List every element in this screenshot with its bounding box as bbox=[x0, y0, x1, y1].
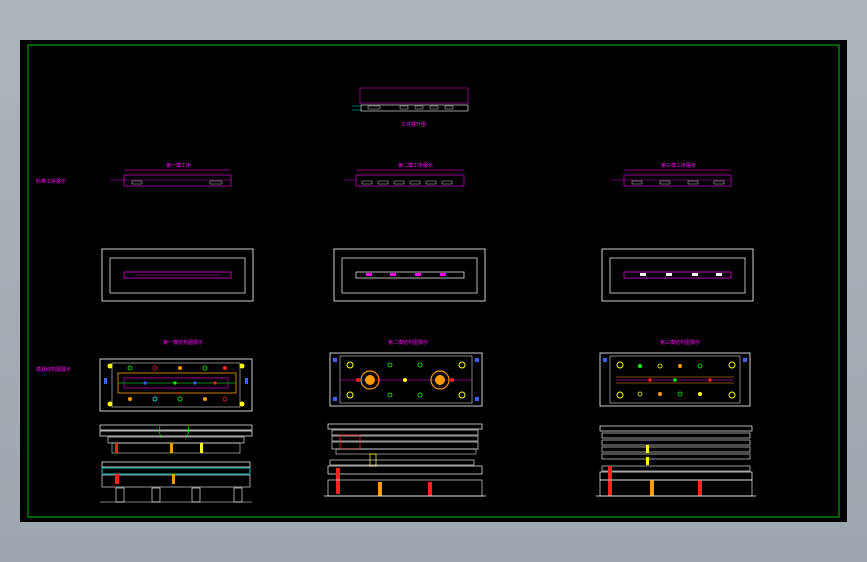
die-3-label: 第三模结构图展示 bbox=[660, 339, 700, 346]
strip-2-label: 第二模工序展示 bbox=[398, 162, 433, 169]
strip-layout-1 bbox=[110, 169, 232, 187]
die-row-label: 模具结构图展示 bbox=[36, 366, 71, 373]
blank-layout-1 bbox=[101, 248, 254, 302]
die-2-label: 第二模结构图展示 bbox=[388, 339, 428, 346]
drawing-canvas[interactable]: 工件展开图 料带工序展示 第一模工序 第二模工序展示 第三模工序展示 bbox=[20, 40, 847, 522]
die-plan-view-1 bbox=[99, 358, 253, 412]
part-drawing-label: 工件展开图 bbox=[401, 121, 426, 128]
strip-3-label: 第三模工序展示 bbox=[661, 162, 696, 169]
blank-layout-2 bbox=[333, 248, 486, 302]
part-drawing bbox=[352, 87, 469, 112]
strip-layout-3 bbox=[610, 169, 732, 187]
strip-1-label: 第一模工序 bbox=[166, 162, 191, 169]
cad-model-space[interactable]: 工件展开图 料带工序展示 第一模工序 第二模工序展示 第三模工序展示 bbox=[20, 40, 847, 522]
die-section-view-2 bbox=[324, 423, 486, 497]
drawing-frame-border bbox=[27, 44, 840, 518]
die-section-view-1 bbox=[99, 424, 253, 503]
blank-layout-3 bbox=[601, 248, 754, 302]
strip-row-label: 料带工序展示 bbox=[36, 178, 66, 185]
die-plan-view-3 bbox=[599, 352, 751, 407]
strip-layout-2 bbox=[344, 169, 465, 187]
die-plan-view-2 bbox=[329, 352, 483, 407]
die-1-label: 第一模结构图展示 bbox=[163, 339, 203, 346]
die-section-view-3 bbox=[596, 425, 756, 497]
